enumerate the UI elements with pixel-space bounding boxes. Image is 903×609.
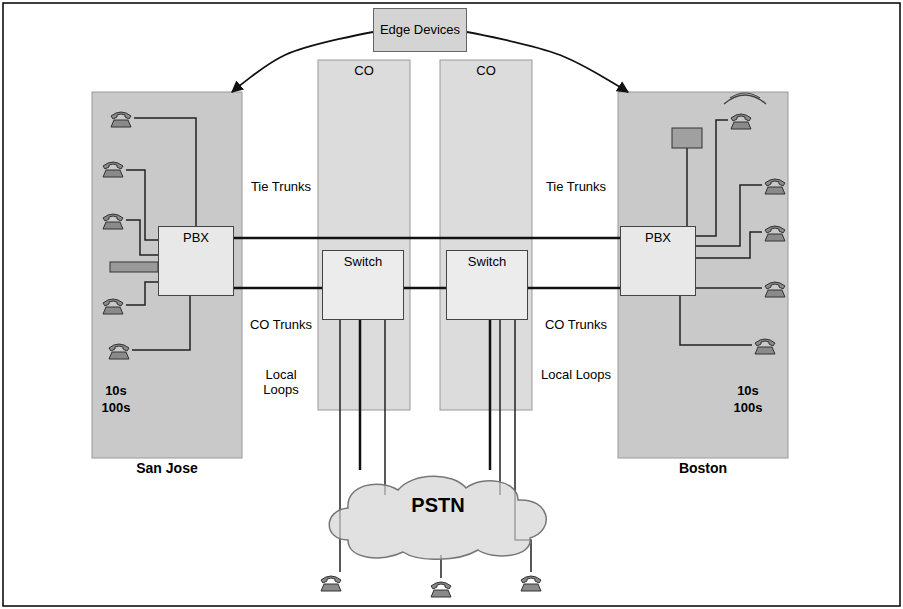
label-box: CO Trunks [248, 318, 314, 333]
telephone-icon [765, 226, 785, 241]
site-panel [618, 92, 788, 458]
node-label: Edge Devices [376, 23, 464, 38]
desk-device [672, 128, 702, 148]
pbx-box: PBX [620, 226, 696, 296]
co-box: CO Switch [318, 60, 410, 410]
node-label: Switch [340, 255, 386, 270]
label-box: 100s [96, 401, 136, 416]
telephone-icon [109, 344, 129, 359]
site-name: Boston [679, 460, 727, 478]
switch-box: Switch [322, 250, 404, 320]
telephone-icon [103, 162, 123, 177]
label-box: Local Loops [248, 368, 314, 398]
site-name: San Jose [136, 460, 197, 478]
trunk-line [528, 287, 620, 290]
annotation-label: Local Loops [538, 368, 614, 383]
site-box: Boston PBX [618, 92, 788, 478]
node-label: PBX [179, 231, 213, 246]
telephone-icon [103, 214, 123, 229]
co-panel [318, 60, 410, 410]
annotation-label: Tie Trunks [248, 180, 314, 195]
annotation-label: 100s [728, 401, 768, 416]
trunk-line [489, 320, 492, 470]
fax-device [110, 262, 158, 272]
annotation-label: 100s [96, 401, 136, 416]
annotation-label: CO Trunks [538, 318, 614, 333]
telephone-icon [765, 282, 785, 297]
node-label: PBX [641, 231, 675, 246]
node-label: CO [472, 64, 500, 79]
annotation-label: 10s [728, 384, 768, 399]
label-box: 100s [728, 401, 768, 416]
telephone-icon [731, 114, 751, 129]
station-wires [126, 118, 762, 578]
site-box: San Jose PBX [92, 92, 242, 478]
frame [3, 3, 900, 606]
node-label: Switch [464, 255, 510, 270]
telephone-icon [431, 582, 451, 597]
annotation-label: Tie Trunks [538, 180, 614, 195]
telephone-icon [765, 179, 785, 194]
wireless-arc [730, 93, 760, 98]
telephone-icon [111, 112, 131, 127]
co-panel [440, 60, 532, 410]
co-box: CO Switch [440, 60, 532, 410]
callout-box: Edge Devices [373, 8, 467, 52]
telephone-icon [321, 576, 341, 591]
cloud-shape: PSTN [318, 470, 558, 560]
trunk-line [359, 320, 362, 470]
label-box: Tie Trunks [248, 180, 314, 195]
pbx-box: PBX [158, 226, 234, 296]
node-label: PSTN [407, 494, 468, 517]
trunk-line [404, 287, 446, 290]
label-box: 10s [728, 384, 768, 399]
telephone-icon [755, 339, 775, 354]
label-box: 10s [96, 384, 136, 399]
node-label: CO [350, 64, 378, 79]
site-panel [92, 92, 242, 458]
trunk-line [234, 237, 620, 240]
pointer-arrow [232, 32, 373, 92]
pointer-arrow [467, 32, 628, 92]
annotation-label: CO Trunks [248, 318, 314, 333]
switch-box: Switch [446, 250, 528, 320]
cloud-outline [329, 476, 546, 559]
label-box: Local Loops [538, 368, 614, 383]
annotation-label: 10s [96, 384, 136, 399]
telephone-icon [521, 576, 541, 591]
wireless-arc [724, 95, 766, 104]
annotation-label: Local Loops [248, 368, 314, 398]
trunk-line [234, 287, 322, 290]
label-box: CO Trunks [538, 318, 614, 333]
label-box: Tie Trunks [538, 180, 614, 195]
telephone-icon [103, 299, 123, 314]
